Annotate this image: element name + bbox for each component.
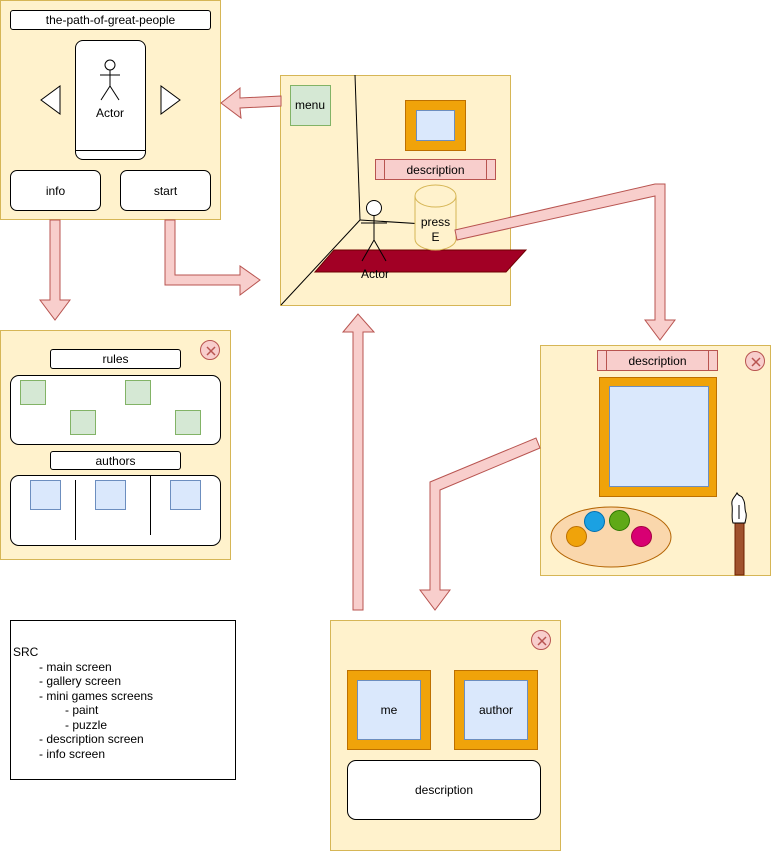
rule-item (70, 410, 96, 435)
palette-color-swatch[interactable] (631, 526, 652, 547)
menu-label: menu (295, 98, 326, 112)
press-e-cylinder (414, 184, 457, 251)
bar-left-cap (384, 160, 385, 179)
previous-arrow-icon[interactable] (40, 85, 62, 115)
paint-close-icon[interactable] (745, 351, 765, 371)
color-palette (550, 506, 672, 568)
author-photo (170, 480, 201, 510)
source-list: - main screen- gallery screen- mini game… (13, 660, 235, 762)
actor-label: Actor (96, 106, 125, 120)
source-list-item: - paint (65, 703, 99, 717)
start-button-label: start (153, 183, 178, 198)
authors-header: authors (50, 451, 181, 470)
paintbrush-icon[interactable] (729, 491, 749, 577)
author-photo (30, 480, 61, 510)
source-list-item: - info screen (39, 746, 106, 761)
me-label: me (380, 703, 398, 717)
actor-stick-figure-icon (100, 59, 120, 101)
floor-carpet (314, 249, 527, 273)
painting-description-bar: description (375, 159, 496, 180)
author-photo: author (464, 680, 528, 740)
painting-description-label: description (406, 162, 465, 177)
info-button-label: info (45, 183, 66, 198)
description-text-label: description (414, 783, 474, 797)
palette-color-swatch[interactable] (566, 526, 587, 547)
info-button[interactable]: info (10, 170, 101, 211)
palette-color-swatch[interactable] (584, 511, 605, 532)
info-close-icon[interactable] (200, 340, 220, 360)
source-list-title: SRC (13, 645, 39, 659)
bar-left-cap (606, 351, 607, 370)
source-list-item: - puzzle (65, 717, 108, 732)
paint-description-label: description (628, 353, 687, 368)
bar-right-cap (486, 160, 487, 179)
paint-description-bar: description (597, 350, 718, 371)
actor-card-divider (75, 150, 146, 151)
press-e-label: press E (420, 215, 451, 244)
source-list-item: - gallery screen (39, 674, 122, 688)
next-arrow-icon[interactable] (159, 85, 181, 115)
rules-header: rules (50, 349, 181, 369)
flow-arrow (341, 313, 376, 611)
authors-divider (75, 480, 76, 540)
flow-arrow (164, 219, 261, 296)
authors-divider (150, 475, 151, 535)
player-actor-label: Actor (361, 267, 390, 281)
rule-item (175, 410, 201, 435)
start-button[interactable]: start (120, 170, 211, 211)
source-list-item: - description screen (39, 732, 144, 746)
painting-canvas (416, 110, 455, 141)
flow-arrow (419, 437, 541, 611)
source-list-item: - mini games screens (39, 688, 154, 703)
description-text-box: description (347, 760, 541, 820)
player-stick-figure-icon (361, 200, 387, 262)
author-photo (95, 480, 126, 510)
game-title-bar: the-path-of-great-people (10, 10, 211, 30)
source-list-item: - main screen (39, 659, 112, 674)
description-close-icon[interactable] (531, 630, 551, 650)
rules-label: rules (102, 352, 129, 366)
me-photo: me (357, 680, 421, 740)
flow-arrow (39, 219, 71, 321)
rule-item (125, 380, 151, 405)
menu-button[interactable]: menu (290, 85, 331, 126)
source-list-box: SRC - main screen- gallery screen- mini … (10, 620, 236, 780)
authors-label: authors (95, 453, 136, 468)
palette-color-swatch[interactable] (609, 510, 630, 531)
rule-item (20, 380, 46, 405)
game-title-text: the-path-of-great-people (45, 13, 176, 27)
author-label: author (478, 703, 514, 717)
bar-right-cap (708, 351, 709, 370)
paint-canvas[interactable] (609, 386, 709, 487)
flow-arrow (220, 86, 282, 120)
